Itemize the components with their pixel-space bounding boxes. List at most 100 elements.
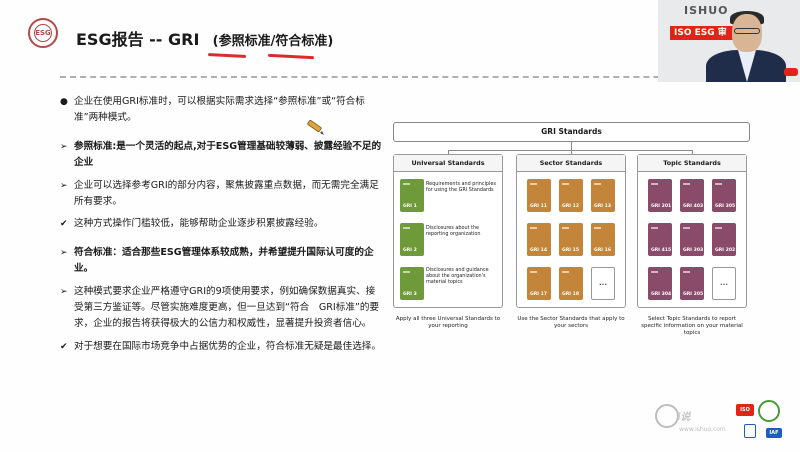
watermark: i说 www.ishuo.com [655,404,751,438]
bullet-item: ➢ 参照标准:是一个灵活的起点,对于ESG管理基础较薄弱、披露经验不足的企业 [60,139,382,172]
book-label: GRI 18 [562,292,580,297]
logo-mark-icon: ESG [34,24,52,42]
column-caption: Use the Sector Standards that apply to y… [517,316,625,329]
book-label: GRI 305 [715,204,736,209]
bullet-item: ➢ 企业可以选择参考GRI的部分内容，聚焦披露重点数据，而无需完全满足所有要求。 [60,178,382,211]
more-books-placeholder: ... [712,267,736,300]
book-description: Disclosures about the reporting organiza… [426,225,481,238]
universal-standards-column: Universal Standards GRI 1 Requirements a… [393,154,503,308]
bullet-text: 这种方式操作门槛较低，能够帮助企业逐步积累披露经验。 [74,218,324,230]
gri-book: GRI 201 [648,179,672,212]
book-label: GRI 12 [562,204,580,209]
gri-book: GRI 18 [559,267,583,300]
book-description: Requirements and principles for using th… [426,181,496,194]
book-label: GRI 205 [683,292,704,297]
book-label: GRI 14 [530,248,548,253]
gri-book: GRI 17 [527,267,551,300]
gri-book: GRI 1 [400,179,424,212]
column-header: Sector Standards [517,155,625,172]
check-icon: ✔ [60,341,68,352]
bullet-item: ➢ 符合标准：适合那些ESG管理体系较成熟，并希望提升国际认可度的企业。 [60,245,382,278]
bullet-text: 符合标准：适合那些ESG管理体系较成熟，并希望提升国际认可度的企业。 [74,246,374,275]
gri-standards-diagram: GRI Standards Universal Standards GRI 1 … [393,122,750,354]
diagram-connector [692,150,693,154]
gri-book: GRI 305 [712,179,736,212]
cert-seal-icon [758,400,780,422]
book-label: GRI 303 [683,248,704,253]
gri-book: GRI 3 [400,267,424,300]
watermark-url: www.ishuo.com [679,426,726,433]
book-label: GRI 403 [683,204,704,209]
bullet-item: ➢ 这种模式要求企业严格遵守GRI的9项使用要求，例如确保数据真实、接受第三方鉴… [60,284,382,333]
gri-book: GRI 415 [648,223,672,256]
webcam-brand-text: ISHUO [684,4,729,17]
column-header: Universal Standards [394,155,502,172]
iaf-cert-icon: IAF [766,428,782,438]
header-divider [60,76,740,78]
book-label: GRI 201 [651,204,672,209]
annotation-underline [207,53,247,58]
book-label: GRI 415 [651,248,672,253]
book-label: GRI 17 [530,292,548,297]
pencil-icon[interactable] [304,118,326,136]
diagram-connector [448,150,692,151]
gri-book: GRI 13 [591,179,615,212]
gri-book: GRI 303 [680,223,704,256]
bullet-marker: ➢ [60,141,68,152]
book-label: GRI 11 [530,204,548,209]
diagram-connector [571,150,572,154]
webcam-logo-badge [784,68,798,76]
bullet-text: 企业在使用GRI标准时，可以根据实际需求选择“参照标准”或“符合标准”两种模式。 [74,96,365,124]
diagram-title: GRI Standards [393,122,750,142]
gri-book: GRI 11 [527,179,551,212]
gri-book: GRI 304 [648,267,672,300]
gri-book: GRI 205 [680,267,704,300]
gri-book: GRI 403 [680,179,704,212]
column-caption: Select Topic Standards to report specifi… [641,316,743,336]
column-caption: Apply all three Universal Standards to y… [395,316,501,329]
bullet-marker: ➢ [60,247,68,258]
watermark-logo-icon [655,404,679,428]
bullet-text: 对于想要在国际市场竞争中占据优势的企业，符合标准无疑是最佳选择。 [74,340,381,352]
topic-standards-column: Topic Standards GRI 201 GRI 403 GRI 305 … [637,154,747,308]
book-label: GRI 2 [403,248,417,253]
book-description: Disclosures and guidance about the organ… [426,267,489,286]
book-label: GRI 304 [651,292,672,297]
bullet-item: ✔ 这种方式操作门槛较低，能够帮助企业逐步积累披露经验。 [60,216,382,232]
bullet-item: ● 企业在使用GRI标准时，可以根据实际需求选择“参照标准”或“符合标准”两种模… [60,94,382,127]
gri-book: GRI 14 [527,223,551,256]
gri-book: GRI 2 [400,223,424,256]
book-label: GRI 16 [594,248,612,253]
iso-cert-icon: ISO [736,404,754,416]
diagram-connector [448,150,449,154]
book-label: GRI 3 [403,292,417,297]
bullet-text: 这种模式要求企业严格遵守GRI的9项使用要求，例如确保数据真实、接受第三方鉴证等… [74,285,380,330]
book-label: GRI 15 [562,248,580,253]
diagram-connector [571,142,572,151]
gri-book: GRI 12 [559,179,583,212]
cert-badge-icon [744,424,756,438]
company-logo: ESG [28,18,58,48]
bullet-marker: ● [60,97,68,107]
bullet-marker: ➢ [60,286,68,297]
more-books-placeholder: ... [591,267,615,300]
presenter-webcam[interactable]: ISHUO ISO ESG 审 [658,0,800,82]
column-header: Topic Standards [638,155,746,172]
bullet-list: ● 企业在使用GRI标准时，可以根据实际需求选择“参照标准”或“符合标准”两种模… [60,94,382,361]
sector-standards-column: Sector Standards GRI 11 GRI 12 GRI 13 GR… [516,154,626,308]
presenter-glasses [734,28,760,34]
gri-book: GRI 202 [712,223,736,256]
book-label: GRI 202 [715,248,736,253]
page-title: ESG报告 -- GRI (参照标准/符合标准) [76,26,333,50]
book-label: GRI 13 [594,204,612,209]
gri-book: GRI 15 [559,223,583,256]
gri-book: GRI 16 [591,223,615,256]
book-label: GRI 1 [403,204,417,209]
check-icon: ✔ [60,219,68,230]
bullet-item: ✔ 对于想要在国际市场竞争中占据优势的企业，符合标准无疑是最佳选择。 [60,339,382,355]
page-title-main: ESG报告 -- GRI [76,30,200,49]
page-title-sub: (参照标准/符合标准) [212,34,334,49]
bullet-text: 参照标准:是一个灵活的起点,对于ESG管理基础较薄弱、披露经验不足的企业 [74,140,382,169]
watermark-brand: i说 [677,412,691,423]
